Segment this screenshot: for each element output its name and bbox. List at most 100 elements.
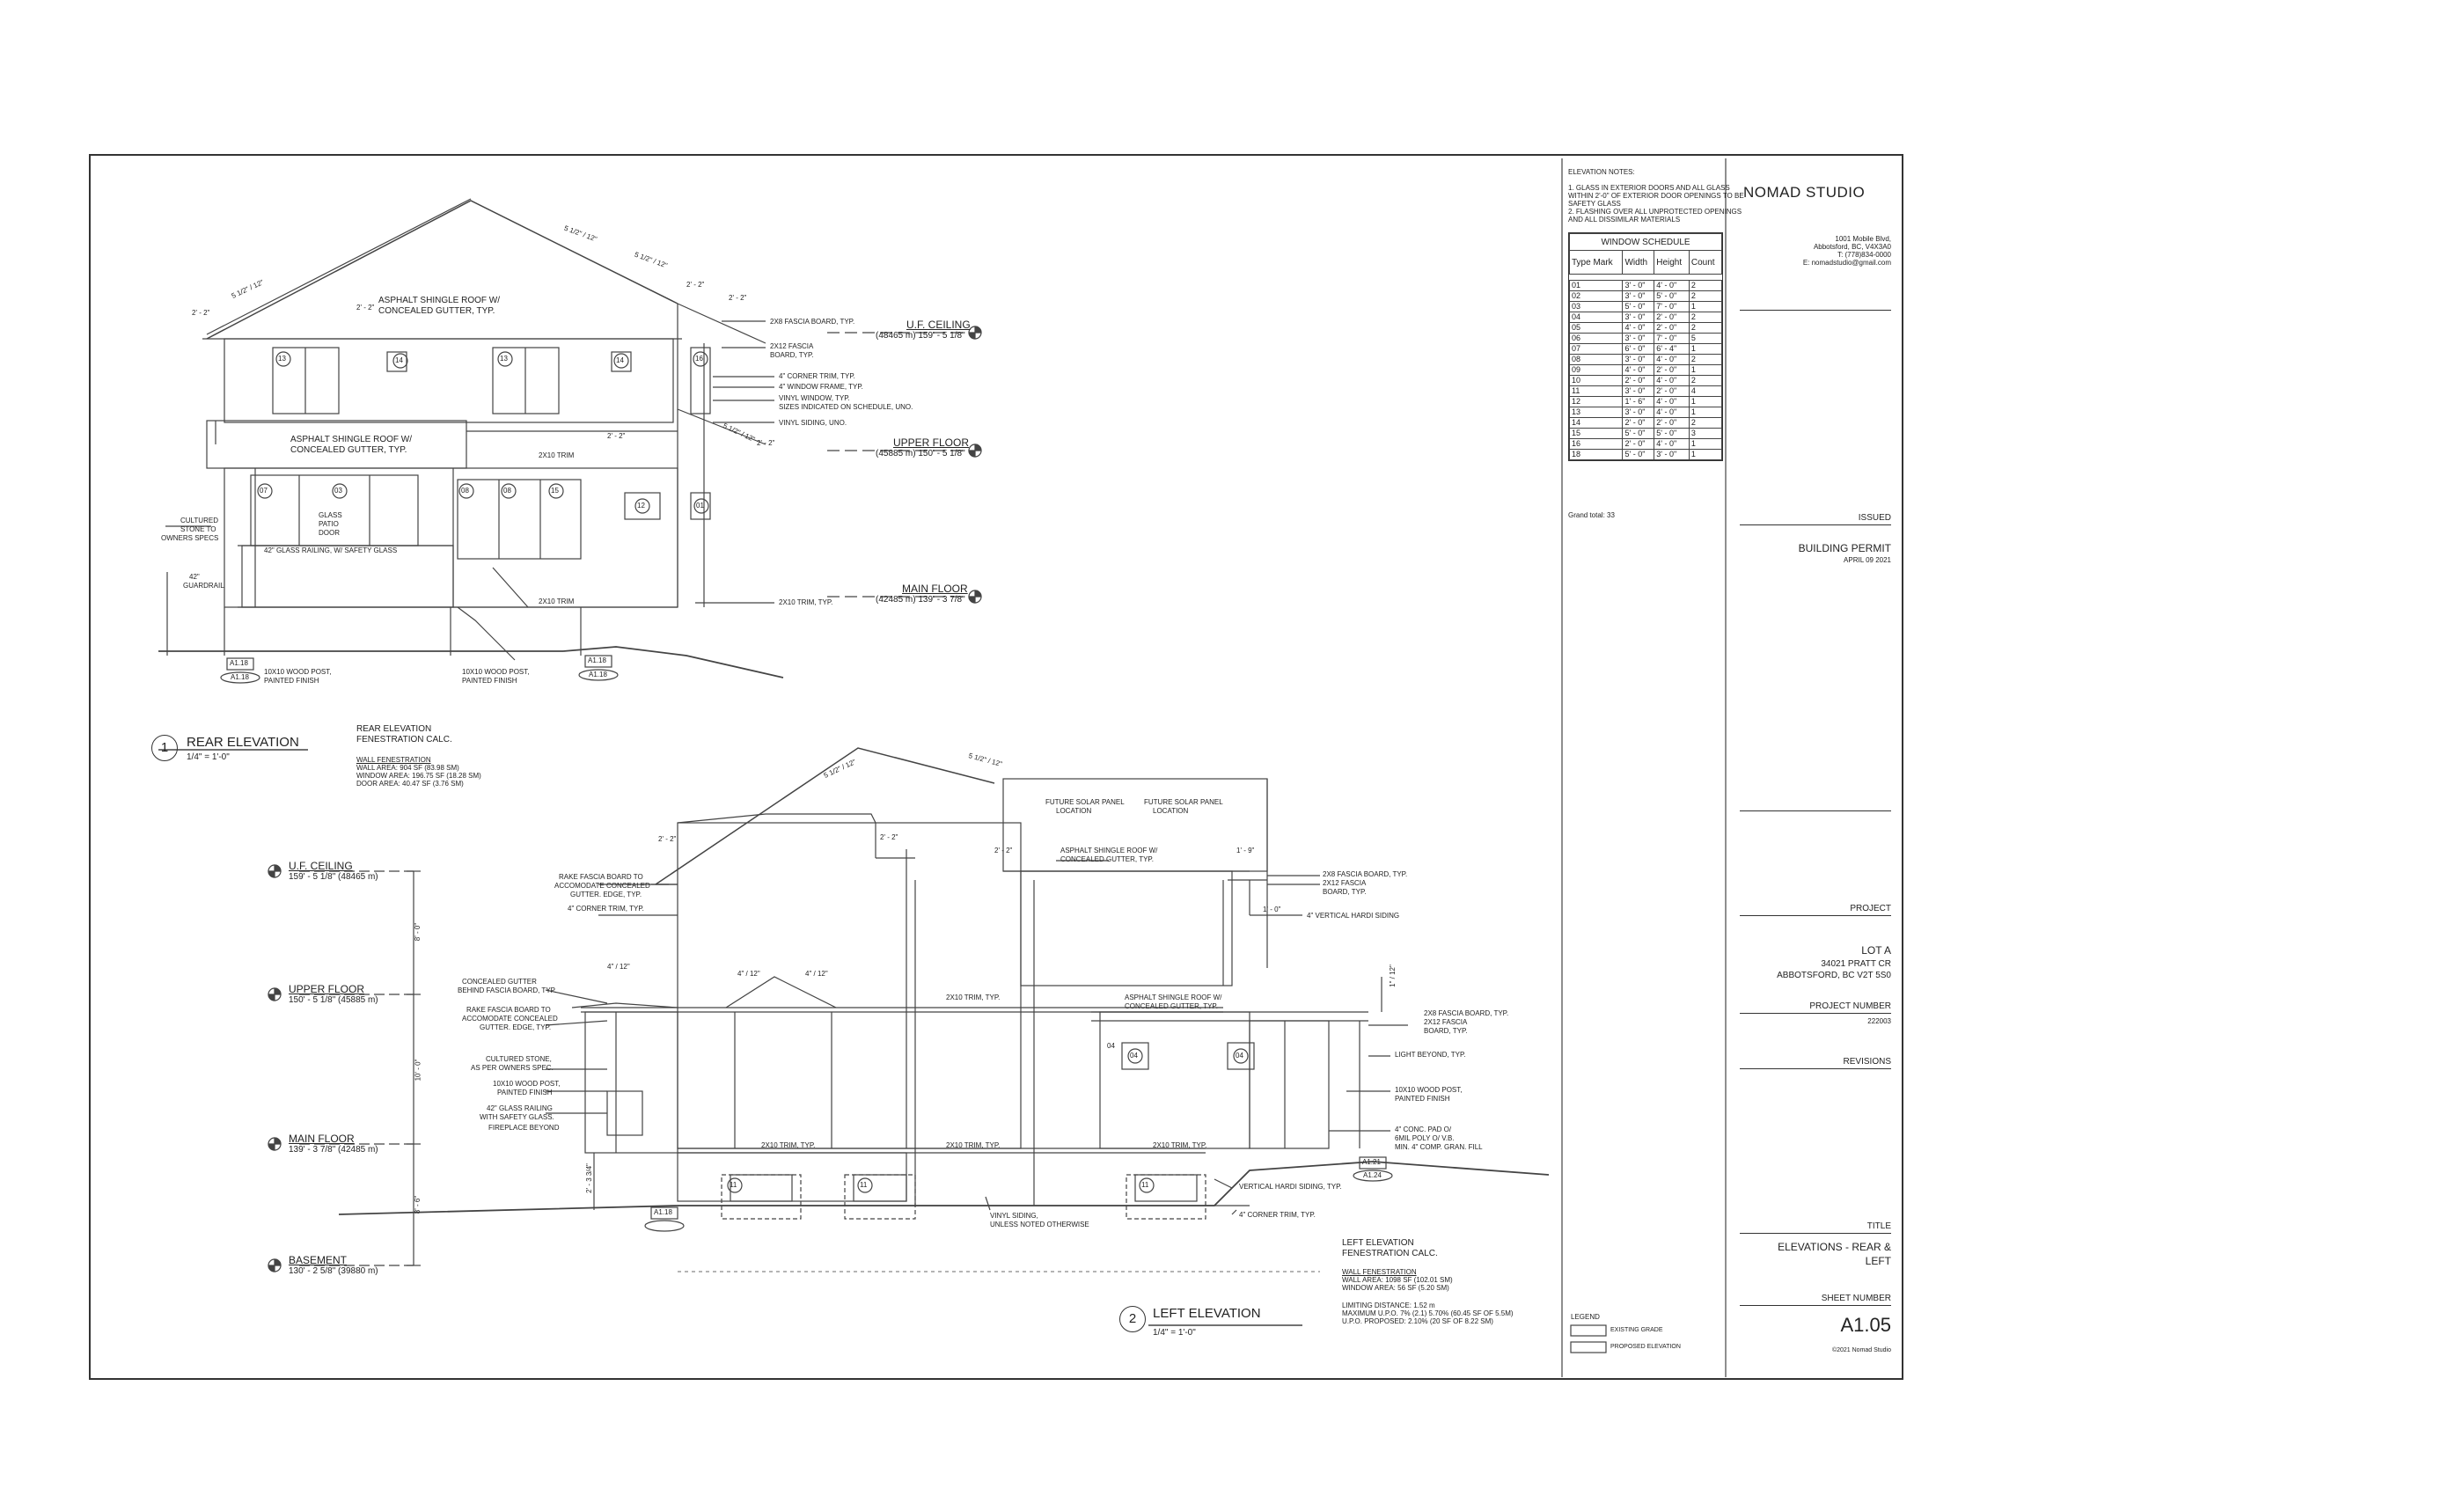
schedule-cell: 08 bbox=[1568, 354, 1624, 365]
left-ref-2: A1.21 bbox=[1362, 1158, 1381, 1166]
rear-tag-10: 15 bbox=[551, 487, 559, 495]
left-fen-line-0: WALL FENESTRATION bbox=[1342, 1268, 1417, 1276]
schedule-cell: 11 bbox=[1568, 385, 1624, 397]
legend-item-0: EXISTING GRADE bbox=[1610, 1327, 1663, 1333]
schedule-cell: 4' - 0" bbox=[1654, 396, 1690, 407]
schedule-cell: 12 bbox=[1568, 396, 1624, 407]
schedule-cell: 2 bbox=[1688, 322, 1723, 334]
rear-glass-door-label-c: DOOR bbox=[319, 529, 340, 537]
schedule-cell: 5 bbox=[1688, 333, 1723, 344]
rear-dim-4: 2' - 2" bbox=[729, 294, 747, 302]
rear-fen-title-1: REAR ELEVATION bbox=[356, 724, 432, 734]
schedule-cell: 4' - 0" bbox=[1622, 322, 1655, 334]
studio-address-2: T: (778)834-0000 bbox=[1837, 251, 1891, 259]
legend-label: LEGEND bbox=[1571, 1313, 1600, 1321]
schedule-cell: 2' - 0" bbox=[1654, 312, 1690, 323]
left-trim-b-label: 2X10 TRIM, TYP. bbox=[761, 1141, 816, 1149]
schedule-cell: 2' - 0" bbox=[1654, 322, 1690, 334]
schedule-cell: 3' - 0" bbox=[1622, 385, 1655, 397]
left-ref-1: A1.18 bbox=[654, 1208, 672, 1216]
rear-tag-3: 13 bbox=[500, 355, 508, 363]
left-fireplace-label: FIREPLACE BEYOND bbox=[488, 1124, 560, 1132]
rear-ref-1: A1.18 bbox=[230, 659, 248, 667]
rear-trim2-label: 2X10 TRIM, TYP. bbox=[779, 598, 833, 606]
rear-trim3-label: 2X10 TRIM bbox=[539, 598, 575, 605]
left-stone-label-b: AS PER OWNERS SPEC. bbox=[471, 1064, 554, 1072]
window-schedule-title: WINDOW SCHEDULE bbox=[1569, 233, 1722, 251]
left-solar2-label: FUTURE SOLAR PANEL bbox=[1144, 798, 1223, 806]
left-dim-4: 1' - 9" bbox=[1236, 847, 1255, 854]
schedule-cell: 18 bbox=[1568, 449, 1624, 460]
rear-stone-label-c: OWNERS SPECS bbox=[161, 534, 219, 542]
schedule-cell: 03 bbox=[1568, 301, 1624, 312]
left-fen-line-4: LIMITING DISTANCE: 1.52 m bbox=[1342, 1302, 1435, 1309]
rear-roof-label: ASPHALT SHINGLE ROOF W/ bbox=[378, 296, 500, 305]
schedule-cell: 1 bbox=[1688, 396, 1723, 407]
rear-level-main-name: MAIN FLOOR bbox=[902, 583, 968, 595]
left-elevation-number: 2 bbox=[1119, 1306, 1146, 1332]
schedule-cell: 7' - 0" bbox=[1654, 333, 1690, 344]
schedule-cell: 2' - 0" bbox=[1654, 364, 1690, 376]
left-concealed-label: CONCEALED GUTTER bbox=[462, 978, 537, 986]
left-vertical-siding-label: 4" VERTICAL HARDI SIDING bbox=[1307, 912, 1400, 920]
elevation-notes-heading: ELEVATION NOTES: bbox=[1568, 168, 1635, 176]
left-solar2-label-b: LOCATION bbox=[1153, 807, 1189, 815]
rear-stone-label-b: STONE TO bbox=[180, 525, 216, 533]
elevation-note-line-2: SAFETY GLASS bbox=[1568, 200, 1621, 208]
schedule-cell: 3' - 0" bbox=[1654, 449, 1690, 460]
rear-dim-1: 2' - 2" bbox=[192, 309, 210, 317]
rear-vinyl-window-label-b: SIZES INDICATED ON SCHEDULE, UNO. bbox=[779, 403, 913, 411]
left-slope-6: 1" / 12" bbox=[1388, 964, 1397, 987]
copyright: ©2021 Nomad Studio bbox=[1831, 1347, 1891, 1353]
schedule-cell: 06 bbox=[1568, 333, 1624, 344]
left-slope-5: 4" / 12" bbox=[805, 970, 828, 978]
left-level-upper-name: UPPER FLOOR bbox=[289, 983, 365, 995]
schedule-cell: 2' - 0" bbox=[1654, 385, 1690, 397]
left-roof1-label: ASPHALT SHINGLE ROOF W/ bbox=[1060, 847, 1158, 854]
left-elevation-scale: 1/4" = 1'-0" bbox=[1153, 1328, 1196, 1338]
schedule-cell: 3' - 0" bbox=[1622, 407, 1655, 418]
left-trim-c-label: 2X10 TRIM, TYP. bbox=[946, 1141, 1001, 1149]
schedule-cell: 4' - 0" bbox=[1654, 438, 1690, 450]
rear-fen-title-2: FENESTRATION CALC. bbox=[356, 735, 452, 744]
elevation-note-line-3: 2. FLASHING OVER ALL UNPROTECTED OPENING… bbox=[1568, 208, 1742, 216]
rear-dim-6: 2' - 2" bbox=[757, 439, 775, 447]
rear-fen-line-3: DOOR AREA: 40.47 SF (3.76 SM) bbox=[356, 780, 464, 788]
rear-stone-label: CULTURED bbox=[180, 517, 218, 524]
elevation-note-line-0: 1. GLASS IN EXTERIOR DOORS AND ALL GLASS bbox=[1568, 184, 1730, 192]
left-fen-title-1: LEFT ELEVATION bbox=[1342, 1238, 1414, 1248]
schedule-cell: 5' - 0" bbox=[1622, 449, 1655, 460]
project-address-1: 34021 PRATT CR bbox=[1821, 959, 1891, 969]
left-roof2-label-b: CONCEALED GUTTER, TYP. bbox=[1125, 1002, 1218, 1010]
left-conc-label-c: MIN. 4" COMP. GRAN. FILL bbox=[1395, 1143, 1483, 1151]
schedule-cell: 04 bbox=[1568, 312, 1624, 323]
rear-level-upper-name: UPPER FLOOR bbox=[893, 436, 970, 449]
rear-dim-5: 2' - 2" bbox=[607, 432, 626, 440]
rear-tag-8: 08 bbox=[461, 487, 469, 495]
rear-fen-line-0: WALL FENESTRATION bbox=[356, 756, 431, 764]
left-post-label-b: PAINTED FINISH bbox=[497, 1089, 553, 1096]
schedule-cell: 2 bbox=[1688, 280, 1723, 291]
window-schedule: WINDOW SCHEDULE Type Mark Width Height C… bbox=[1568, 232, 1723, 461]
left-fascia-b-label: 2X12 FASCIA bbox=[1323, 879, 1367, 887]
left-corner2-label: 4" CORNER TRIM, TYP. bbox=[1239, 1211, 1316, 1219]
schedule-cell: 4' - 0" bbox=[1654, 375, 1690, 386]
left-roof1-label-b: CONCEALED GUTTER, TYP. bbox=[1060, 855, 1154, 863]
schedule-cell: 6' - 0" bbox=[1622, 343, 1655, 355]
schedule-cell: 01 bbox=[1568, 280, 1624, 291]
schedule-cell: 09 bbox=[1568, 364, 1624, 376]
rear-fascia2-label: 2X12 FASCIA bbox=[770, 342, 814, 350]
rear-vinyl-window-label: VINYL WINDOW, TYP. bbox=[779, 394, 850, 402]
left-rake1-label-b: ACCOMODATE CONCEALED bbox=[554, 882, 650, 890]
rear-elevation-scale: 1/4" = 1'-0" bbox=[187, 752, 230, 762]
project-label: PROJECT bbox=[1850, 904, 1891, 913]
left-level-basement-name: BASEMENT bbox=[289, 1254, 348, 1266]
rear-railing-label: 42" GLASS RAILING, W/ SAFETY GLASS bbox=[264, 546, 398, 554]
rear-fascia2-label-b: BOARD, TYP. bbox=[770, 351, 814, 359]
rear-guard-label-b: GUARDRAIL bbox=[183, 582, 224, 590]
